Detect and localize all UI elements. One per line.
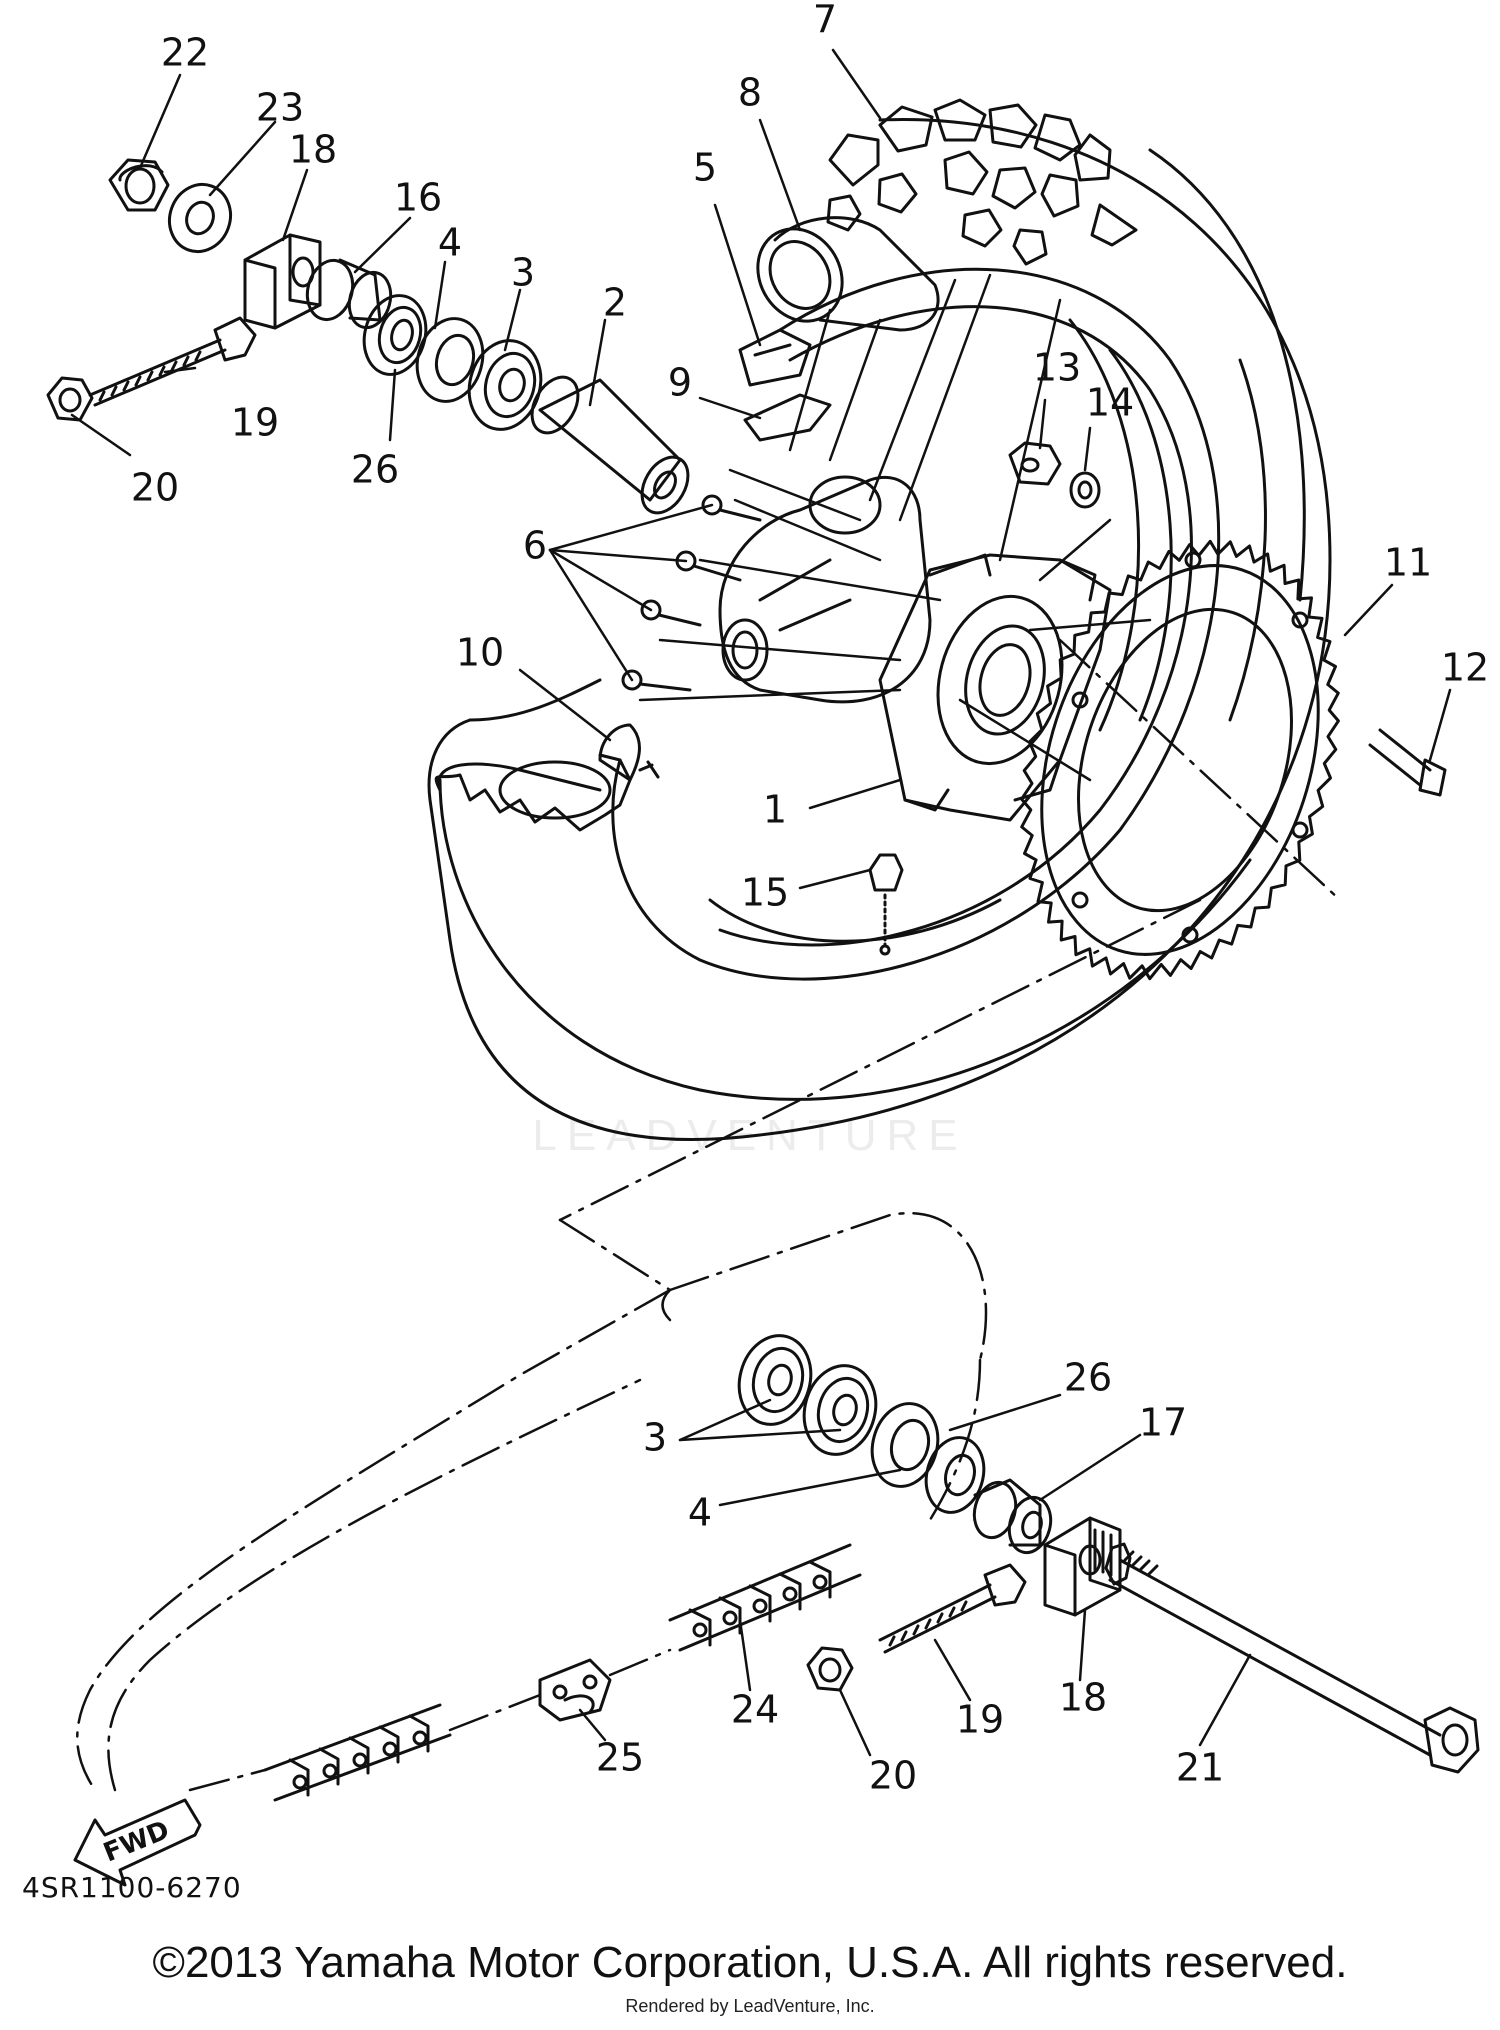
callout-3-lower: 3 xyxy=(643,1416,667,1460)
hub-spacer xyxy=(530,375,690,515)
callout-16: 16 xyxy=(394,176,442,220)
rim xyxy=(611,267,1221,981)
sprocket-nut xyxy=(1008,441,1062,486)
callout-19: 19 xyxy=(231,401,279,445)
callout-4-lower: 4 xyxy=(688,1491,712,1535)
chain-puller-right xyxy=(1043,1516,1122,1617)
chain-path xyxy=(76,1212,988,1792)
plain-washer xyxy=(168,182,232,254)
callout-7: 7 xyxy=(813,0,837,42)
tire xyxy=(427,98,1332,1141)
callout-13: 13 xyxy=(1033,346,1081,390)
oil-seal-left xyxy=(362,294,428,376)
collar-left xyxy=(305,258,393,330)
master-link xyxy=(538,1658,612,1722)
adjuster-nut-left xyxy=(46,376,94,422)
sprocket-bolt xyxy=(1368,728,1447,797)
callout-21: 21 xyxy=(1176,1746,1224,1790)
spoke-nipples xyxy=(621,494,762,692)
hub xyxy=(718,475,932,704)
callout-19-lower: 19 xyxy=(956,1698,1004,1742)
rim-lock xyxy=(598,723,660,782)
callout-23: 23 xyxy=(256,86,304,130)
callout-5: 5 xyxy=(693,146,717,190)
oil-seal-right xyxy=(924,1436,986,1514)
callout-11: 11 xyxy=(1384,541,1432,585)
collar-right xyxy=(972,1478,1053,1555)
callout-10: 10 xyxy=(456,631,504,675)
callout-18-lower: 18 xyxy=(1059,1676,1107,1720)
bearing-right-outer xyxy=(737,1334,813,1426)
forward-arrow xyxy=(73,1798,202,1887)
callout-20: 20 xyxy=(131,466,179,510)
drive-chain xyxy=(668,1543,862,1652)
assembly-centerline xyxy=(558,638,1342,1292)
callout-26: 26 xyxy=(351,448,399,492)
spacer-washer-left xyxy=(415,317,485,403)
diagram-code: 4SR1100-6270 xyxy=(22,1871,242,1904)
callout-2: 2 xyxy=(603,281,627,325)
valve-stem xyxy=(738,328,812,387)
callout-20-lower: 20 xyxy=(869,1754,917,1798)
callout-24: 24 xyxy=(731,1688,779,1732)
callout-labels: 22 23 18 16 4 3 2 5 8 7 9 19 20 26 13 14… xyxy=(131,0,1489,1798)
sprocket xyxy=(1020,539,1340,981)
callout-1: 1 xyxy=(763,788,787,832)
rear-axle xyxy=(1104,1542,1480,1774)
inner-tube xyxy=(756,216,940,332)
copyright-notice: ©2013 Yamaha Motor Corporation, U.S.A. A… xyxy=(152,1938,1348,1987)
sprocket-flange xyxy=(878,553,1112,822)
adjuster-bolt-right xyxy=(878,1563,1027,1654)
callout-6: 6 xyxy=(523,524,547,568)
lock-washer xyxy=(1069,471,1101,509)
rendered-by-credit: Rendered by LeadVenture, Inc. xyxy=(625,1996,875,2016)
adjuster-bolt-left xyxy=(88,316,257,407)
callout-12: 12 xyxy=(1441,646,1489,690)
bearing-right-inner xyxy=(802,1364,878,1456)
valve-cap xyxy=(868,853,904,956)
callout-26-lower: 26 xyxy=(1064,1356,1112,1400)
adjuster-nut-right xyxy=(806,1646,854,1692)
callout-3: 3 xyxy=(511,251,535,295)
callout-9: 9 xyxy=(668,361,692,405)
callout-25: 25 xyxy=(596,1736,644,1780)
spokes xyxy=(638,273,1152,782)
callout-18: 18 xyxy=(289,128,337,172)
callout-4: 4 xyxy=(438,221,462,265)
callout-8: 8 xyxy=(738,71,762,115)
callout-15: 15 xyxy=(741,871,789,915)
leader-lines xyxy=(70,48,1452,1757)
callout-17: 17 xyxy=(1139,1401,1187,1445)
callout-22: 22 xyxy=(161,31,209,75)
drive-chain-section xyxy=(263,1703,452,1802)
rim-band xyxy=(743,393,832,442)
callout-14: 14 xyxy=(1086,381,1134,425)
fwd-label: FWD xyxy=(99,1815,173,1868)
